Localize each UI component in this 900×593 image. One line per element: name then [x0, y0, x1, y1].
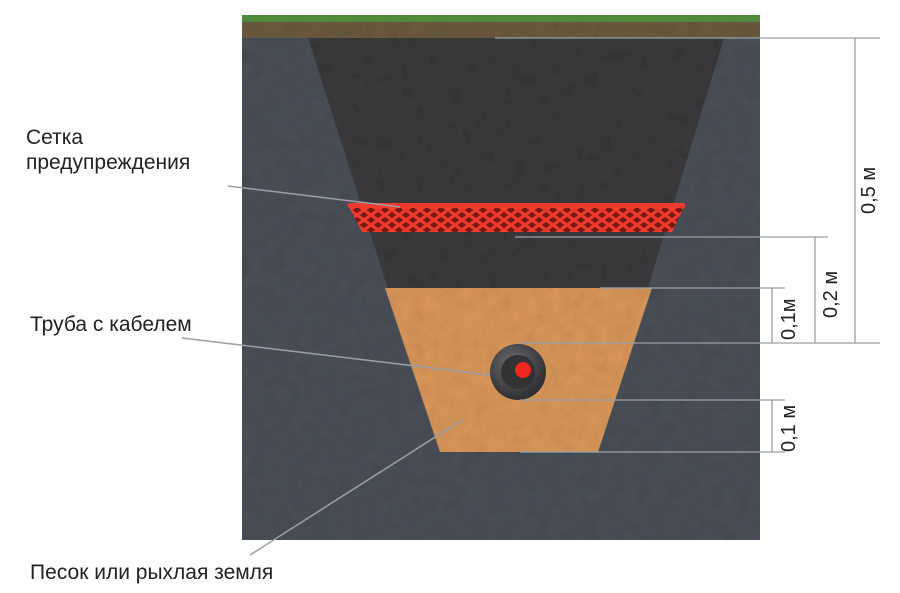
topsoil — [242, 22, 760, 38]
mesh-label-line2: предупреждения — [26, 151, 191, 174]
pipe-label: Труба с кабелем — [30, 313, 192, 336]
leader-lines — [181, 185, 491, 556]
dimension-lines — [495, 37, 880, 453]
warning-mesh-edge — [348, 203, 685, 208]
cable-icon — [515, 362, 531, 378]
dim-sand-to-pipe: 0,1м — [778, 298, 800, 340]
warning-mesh — [348, 205, 685, 232]
grass — [242, 15, 760, 22]
mesh-label-line1: Сетка — [26, 126, 84, 149]
dim-total: 0,5 м — [858, 166, 880, 214]
dim-mesh-to-sand: 0,2 м — [820, 270, 842, 318]
sand-label: Песок или рыхлая земля — [30, 561, 274, 584]
mesh-label: Сетка предупреждения — [26, 125, 190, 175]
dim-pipe-to-bottom: 0,1 м — [778, 404, 800, 452]
